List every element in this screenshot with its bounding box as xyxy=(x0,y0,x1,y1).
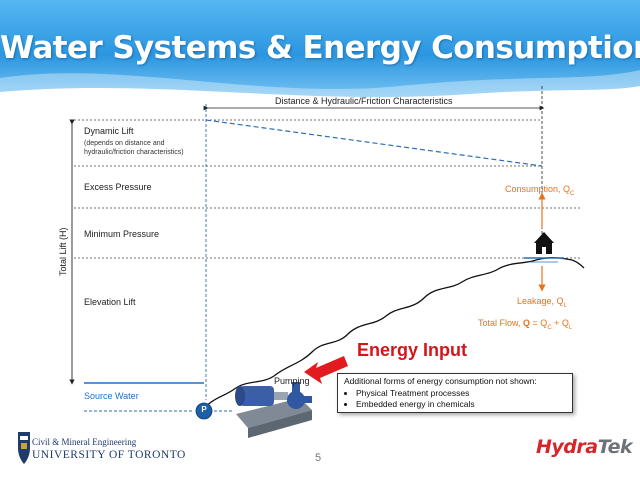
logo-tek: Tek xyxy=(597,436,633,458)
excess-pressure-label: Excess Pressure xyxy=(84,182,152,192)
total-flow-sub-c: C xyxy=(547,324,552,331)
distance-label: Distance & Hydraulic/Friction Characteri… xyxy=(275,96,453,106)
department-name: Civil & Mineral Engineering xyxy=(32,437,137,447)
leakage-label: Leakage, QL xyxy=(517,296,567,309)
callout-heading: Additional forms of energy consumption n… xyxy=(344,376,537,386)
total-flow-plus: + Q xyxy=(551,318,569,328)
pump-circle xyxy=(195,402,213,420)
source-water-label: Source Water xyxy=(84,391,139,401)
house-icon xyxy=(524,232,564,263)
leakage-subscript: L xyxy=(563,302,567,309)
university-crest-icon xyxy=(18,432,30,464)
total-lift-label: Total Lift (H) xyxy=(58,227,68,276)
total-flow-sub-l: L xyxy=(568,324,573,331)
energy-input-arrow xyxy=(304,356,348,384)
logo-hydra: Hydra xyxy=(536,436,598,458)
minimum-pressure-label: Minimum Pressure xyxy=(84,229,160,239)
callout-item: Physical Treatment processes xyxy=(356,388,566,398)
leakage-text: Leakage, Q xyxy=(517,296,564,306)
pump-symbol-label: P xyxy=(201,405,207,414)
total-flow-eq: = Q xyxy=(530,318,548,328)
hydratek-logo: HydraTek xyxy=(536,436,633,458)
pump-machine-illustration xyxy=(235,382,312,438)
dynamic-lift-note-line1: (depends on distance and xyxy=(84,140,165,147)
total-flow-prefix: Total Flow, xyxy=(478,318,524,328)
energy-input-label: Energy Input xyxy=(357,340,468,360)
callout-item: Embedded energy in chemicals xyxy=(356,399,566,409)
university-name: UNIVERSITY OF TORONTO xyxy=(32,449,186,461)
callout-list: Physical Treatment processes Embedded en… xyxy=(344,388,566,409)
consumption-label: Consumption, QC xyxy=(505,184,574,197)
consumption-subscript: C xyxy=(570,190,575,197)
additional-energy-callout: Additional forms of energy consumption n… xyxy=(337,373,573,413)
total-flow-q: Q xyxy=(523,318,531,328)
terrain-profile xyxy=(199,257,585,413)
total-flow-label: Total Flow, Q = QC + QL xyxy=(478,318,572,331)
dynamic-lift-label: Dynamic Lift xyxy=(84,126,134,136)
elevation-lift-label: Elevation Lift xyxy=(84,297,136,307)
consumption-text: Consumption, Q xyxy=(505,184,571,194)
banner-background xyxy=(0,0,640,100)
page-number: 5 xyxy=(315,452,322,464)
pumping-label: Pumping xyxy=(274,376,310,386)
hydraulic-grade-line xyxy=(205,119,543,167)
dynamic-lift-note-line2: hydraulic/friction characteristics) xyxy=(84,149,184,156)
title-banner xyxy=(0,0,640,100)
slide-title: Water Systems & Energy Consumption xyxy=(0,30,640,66)
